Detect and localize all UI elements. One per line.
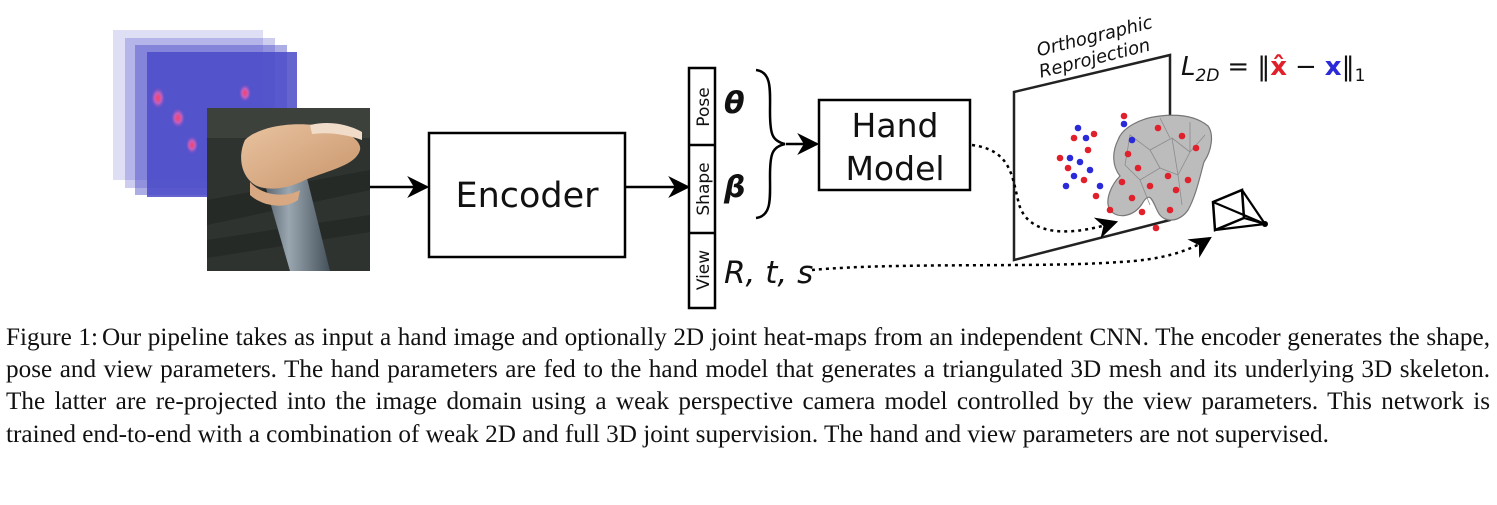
joint-point-pred xyxy=(1090,130,1098,138)
joint-point-pred xyxy=(1064,164,1072,172)
joint-point-gt xyxy=(1070,172,1078,180)
heatmap-blob xyxy=(185,135,199,155)
hand-model-box xyxy=(817,98,972,192)
figure-caption: Figure 1:Our pipeline takes as input a h… xyxy=(6,322,1490,451)
brace xyxy=(755,68,786,220)
dotted-arrow-view-to-camera xyxy=(811,236,1212,272)
loss-minus: − xyxy=(1295,52,1317,82)
hand-photo xyxy=(207,108,370,271)
beta-symbol: β xyxy=(723,170,745,205)
joint-point-gt xyxy=(1128,136,1136,144)
hand-model-block: Hand Model xyxy=(817,98,972,192)
hand-mesh xyxy=(1107,114,1213,221)
loss-norm-sub: 1 xyxy=(1355,66,1366,86)
hand-model-label-line1: Hand xyxy=(852,106,939,145)
encoder-box xyxy=(427,131,627,259)
joint-point-pred xyxy=(1178,132,1186,140)
joint-point-gt xyxy=(1076,158,1084,166)
joint-point-pred xyxy=(1146,182,1154,190)
loss-lhs: L xyxy=(1181,52,1196,82)
view-params: R, t, s xyxy=(724,255,813,291)
joint-point-pred xyxy=(1106,206,1114,214)
joint-point-gt xyxy=(1074,124,1082,132)
joint-point-gt xyxy=(1062,182,1070,190)
heatmap-blob xyxy=(150,86,166,110)
heatmap-blob xyxy=(170,107,186,129)
joint-point-pred xyxy=(1166,206,1174,214)
loss-equation: L2D=‖x̂−x‖1 xyxy=(1181,52,1365,86)
loss-equals: = xyxy=(1227,52,1249,82)
joint-point-pred xyxy=(1152,224,1160,232)
joint-point-gt xyxy=(1096,182,1104,190)
heatmap-blob xyxy=(238,83,252,103)
caption-label: Figure 1: xyxy=(6,324,98,351)
joint-point-gt xyxy=(1086,166,1094,174)
joint-point-pred xyxy=(1124,150,1132,158)
joint-point-pred xyxy=(1120,112,1128,120)
view-label: View xyxy=(694,250,714,290)
joint-point-pred xyxy=(1134,164,1142,172)
joint-point-pred xyxy=(1084,146,1092,154)
joint-point-pred xyxy=(1056,154,1064,162)
loss-lhs-sub: 2D xyxy=(1196,66,1220,86)
joint-point-pred xyxy=(1172,186,1180,194)
caption-text: Our pipeline takes as input a hand image… xyxy=(6,324,1491,448)
joint-point-pred xyxy=(1184,176,1192,184)
loss-x: x xyxy=(1325,52,1342,82)
shape-label: Shape xyxy=(694,162,714,215)
loss-close-norm: ‖ xyxy=(1342,52,1355,82)
joint-points xyxy=(1056,112,1200,232)
joint-point-pred xyxy=(1070,134,1078,142)
joint-point-pred xyxy=(1092,192,1100,200)
joint-point-gt xyxy=(1066,154,1074,162)
parameter-vector: Pose Shape View xyxy=(687,66,717,310)
joint-point-pred xyxy=(1164,172,1172,180)
pipeline-diagram: Encoder Pose Shape View θ β R, t, s Hand… xyxy=(113,12,1365,310)
loss-xhat: x̂ xyxy=(1270,52,1287,82)
hand-model-label-line2: Model xyxy=(845,149,944,188)
joint-point-pred xyxy=(1154,124,1162,132)
encoder-label: Encoder xyxy=(455,176,599,216)
theta-symbol: θ xyxy=(724,86,745,121)
loss-open-norm: ‖ xyxy=(1257,52,1270,82)
joint-point-pred xyxy=(1192,144,1200,152)
joint-point-gt xyxy=(1120,120,1128,128)
encoder-block: Encoder xyxy=(427,131,627,259)
dotted-arrow-hand-to-plane xyxy=(971,143,1119,239)
joint-point-pred xyxy=(1138,208,1146,216)
camera-icon xyxy=(1211,188,1268,232)
joint-point-pred xyxy=(1128,194,1136,202)
pose-label: Pose xyxy=(694,87,714,126)
joint-point-pred xyxy=(1080,176,1088,184)
joint-point-gt xyxy=(1082,134,1090,142)
joint-point-pred xyxy=(1118,178,1126,186)
